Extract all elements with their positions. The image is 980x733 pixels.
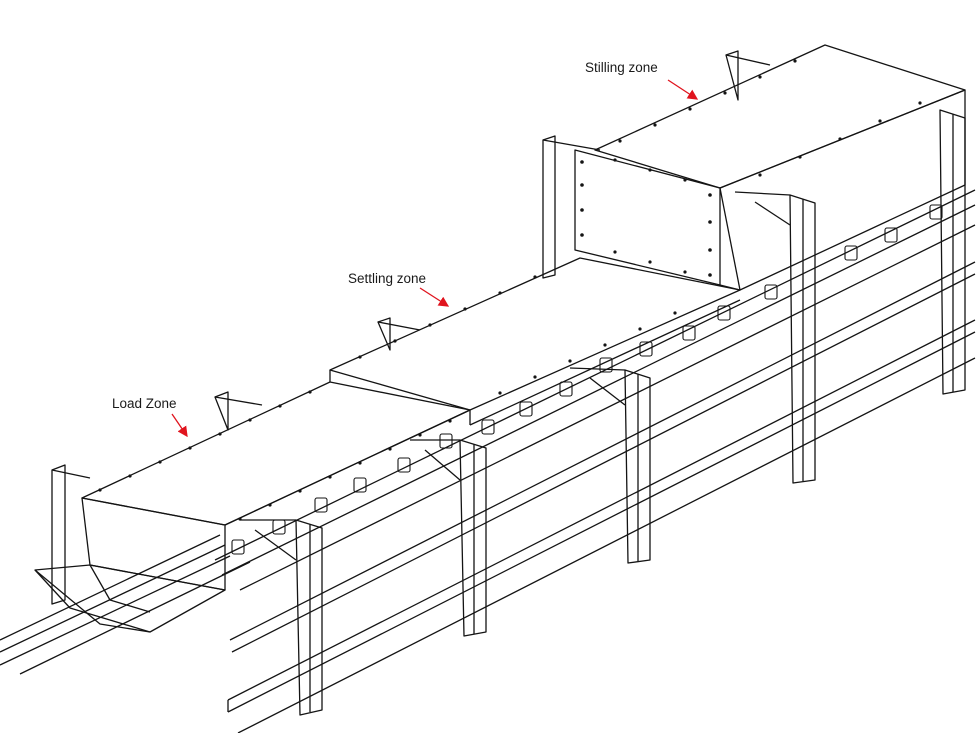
main-support-beam bbox=[227, 261, 976, 733]
stilling-zone-cover bbox=[574, 44, 966, 291]
settling-zone-arrow bbox=[419, 287, 450, 307]
load-zone-arrow bbox=[171, 413, 188, 438]
belt-rail bbox=[0, 534, 251, 675]
callout-arrows bbox=[171, 79, 699, 438]
skirt-liner bbox=[214, 189, 976, 591]
load-zone-label: Load Zone bbox=[112, 396, 177, 411]
rear-frames bbox=[51, 50, 771, 605]
stilling-zone-label: Stilling zone bbox=[585, 60, 658, 75]
skirt-clamps bbox=[231, 204, 943, 555]
load-zone-cover bbox=[34, 381, 471, 633]
support-posts bbox=[240, 109, 966, 716]
settling-zone-label: Settling zone bbox=[348, 271, 427, 286]
stilling-zone-arrow bbox=[667, 79, 699, 100]
